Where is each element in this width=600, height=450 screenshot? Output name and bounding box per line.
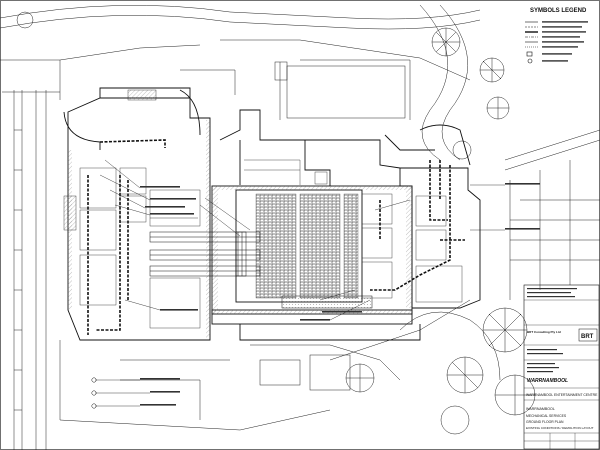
- callout-leaders: [95, 159, 505, 407]
- symbols-legend: SYMBOLS LEGEND: [525, 8, 588, 64]
- consultant-logo: BRT: [581, 334, 594, 340]
- landscape-trees: [16, 11, 536, 435]
- discipline-title: MECHANICAL SERVICES: [526, 414, 567, 418]
- consultant-logo-box: [578, 328, 598, 342]
- site-linework: [0, 4, 600, 450]
- project-title: WARRNAMBOOL ENTERTAINMENT CENTRE: [526, 393, 598, 397]
- callout-notes: [140, 183, 540, 406]
- level-title: GROUND FLOOR PLAN: [526, 420, 564, 424]
- auditorium-seating: [255, 193, 359, 299]
- title-block: BRT Consulting Pty Ltd BRT WARRNAMBOOL W…: [523, 284, 600, 450]
- legend-title: SYMBOLS LEGEND: [530, 8, 587, 14]
- interior-rooms: [63, 89, 463, 329]
- drawing-title: EXISTING CONDITIONS / DEMOLITION LAYOUT: [526, 426, 594, 430]
- callout-markers: [91, 377, 97, 409]
- ductwork-runs: [87, 139, 465, 335]
- client-logo: WARRNAMBOOL: [527, 378, 568, 384]
- project-short: WARRNAMBOOL: [526, 407, 555, 411]
- consultant-name: BRT Consulting Pty Ltd: [527, 330, 561, 334]
- corridor-bands: [149, 231, 373, 309]
